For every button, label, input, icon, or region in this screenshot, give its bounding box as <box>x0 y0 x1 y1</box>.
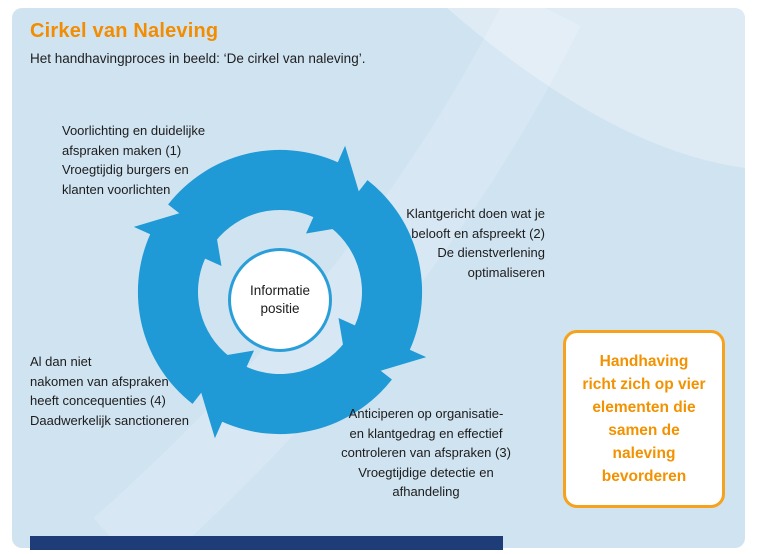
text-line: nakomen van afspraken <box>30 373 169 389</box>
text-line: Handhaving <box>599 353 689 370</box>
center-circle: Informatie positie <box>228 248 332 352</box>
step-label-2: Klantgericht doen wat je belooft en afsp… <box>406 204 545 282</box>
text-line: Daadwerkelijk sanctioneren <box>30 412 189 428</box>
footer-bar <box>30 536 503 550</box>
callout-box: Handhaving richt zich op vier elementen … <box>563 330 725 508</box>
text-line: bevorderen <box>601 468 687 485</box>
text-line: elementen die <box>592 399 696 416</box>
text-line: Vroegtijdig burgers en <box>62 162 189 177</box>
text-line: positie <box>260 301 300 316</box>
text-line: controleren van afspraken (3) <box>341 445 511 460</box>
text-line: optimaliseren <box>467 264 545 280</box>
subtitle: Het handhavingproces in beeld: ‘De cirke… <box>30 51 366 66</box>
text-line: samen de <box>608 422 680 439</box>
text-line: heeft concequenties (4) <box>30 393 166 408</box>
step-label-3: Anticiperen op organisatie- en klantgedr… <box>336 404 516 502</box>
text-line: Informatie <box>249 283 311 298</box>
text-line: en klantgedrag en effectief <box>349 425 503 441</box>
text-line: Anticiperen op organisatie- <box>348 406 504 421</box>
text-line: richt zich op vier <box>582 376 706 393</box>
page-title: Cirkel van Naleving <box>30 20 219 42</box>
step-label-4: Al dan niet nakomen van afspraken heeft … <box>30 352 189 430</box>
text-line: Vroegtijdige detectie en <box>358 464 494 480</box>
text-line: Klantgericht doen wat je <box>406 206 545 221</box>
text-line: Al dan niet <box>30 354 92 369</box>
text-line: afhandeling <box>392 484 460 499</box>
text-line: De dienstverlening <box>437 245 545 260</box>
text-line: belooft en afspreekt (2) <box>411 225 545 241</box>
step-label-1: Voorlichting en duidelijke afspraken mak… <box>62 121 205 199</box>
text-line: naleving <box>612 445 676 462</box>
text-line: afspraken maken (1) <box>62 142 182 158</box>
text-line: klanten voorlichten <box>62 181 171 197</box>
text-line: Voorlichting en duidelijke <box>62 123 206 138</box>
